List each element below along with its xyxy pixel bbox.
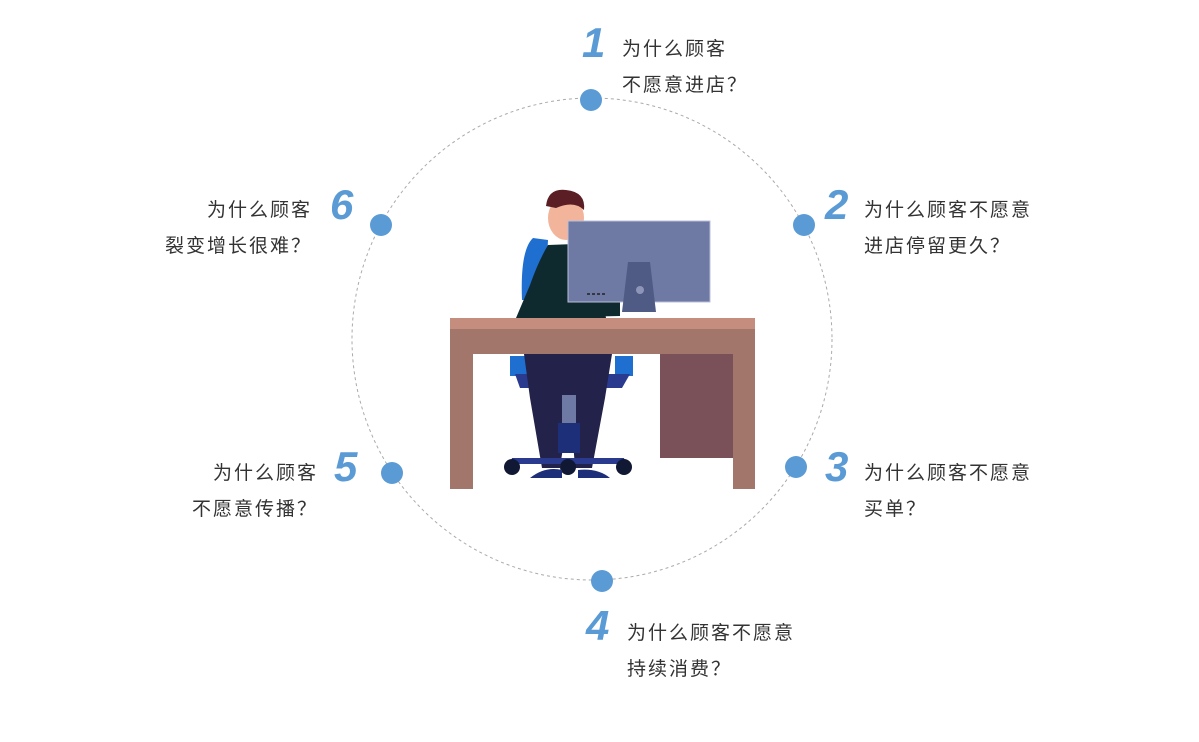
ring-dot-5 [381,462,403,484]
shoe-right [578,469,610,478]
item-3-line1: 为什么顾客不愿意 [864,462,1033,484]
item-1-number: 1 [582,19,606,66]
item-4-label: 为什么顾客不愿意 持续消费？ [627,615,795,687]
item-4-number: 4 [586,602,610,649]
item-2-label: 为什么顾客不愿意 进店停留更久？ [864,192,1032,264]
desk-front [450,329,755,354]
ring-dot-3 [785,456,807,478]
chair-pole [562,395,576,423]
item-2-line2: 进店停留更久？ [864,235,1012,257]
chair-wheel [504,459,520,475]
desk-leg-right [733,354,755,489]
item-5-line1: 为什么顾客 [212,462,318,484]
item-5-line2: 不愿意传播？ [191,498,318,520]
chair-post [558,423,580,453]
desk-top [450,318,755,329]
chair-arm-left [510,356,528,376]
item-2-line1: 为什么顾客不愿意 [864,199,1033,221]
monitor-button [636,286,644,294]
dashed-ring [351,97,833,581]
item-1-label: 为什么顾客 不愿意进店？ [622,31,748,103]
item-6-label: 为什么顾客 裂变增长很难？ [165,192,312,264]
item-1-line2: 不愿意进店？ [622,74,749,96]
item-3-line2: 买单？ [864,498,928,520]
item-1-line1: 为什么顾客 [622,38,728,60]
shoe-left [530,469,562,478]
item-4-line1: 为什么顾客不愿意 [627,622,796,644]
hair [546,189,585,210]
arm [524,300,620,318]
item-5-label: 为什么顾客 不愿意传播？ [192,455,318,527]
desk-drawer [660,354,733,458]
item-6-line2: 裂变增长很难？ [164,235,312,257]
item-6-line1: 为什么顾客 [206,199,312,221]
ring-dot-4 [591,570,613,592]
item-3-label: 为什么顾客不愿意 买单？ [864,455,1032,527]
chair-wheel [560,459,576,475]
ring-dot-6 [370,214,392,236]
ring-dot-2 [793,214,815,236]
ring-dot-1 [580,89,602,111]
item-6-number: 6 [330,181,354,228]
item-2-number: 2 [825,181,849,228]
item-3-number: 3 [825,443,849,490]
item-5-number: 5 [334,443,358,490]
person-at-desk-illustration [450,189,755,489]
desk-leg-left [450,354,473,489]
chair-wheel [616,459,632,475]
chair-arm-right [615,356,633,376]
item-4-line2: 持续消费？ [627,658,733,680]
